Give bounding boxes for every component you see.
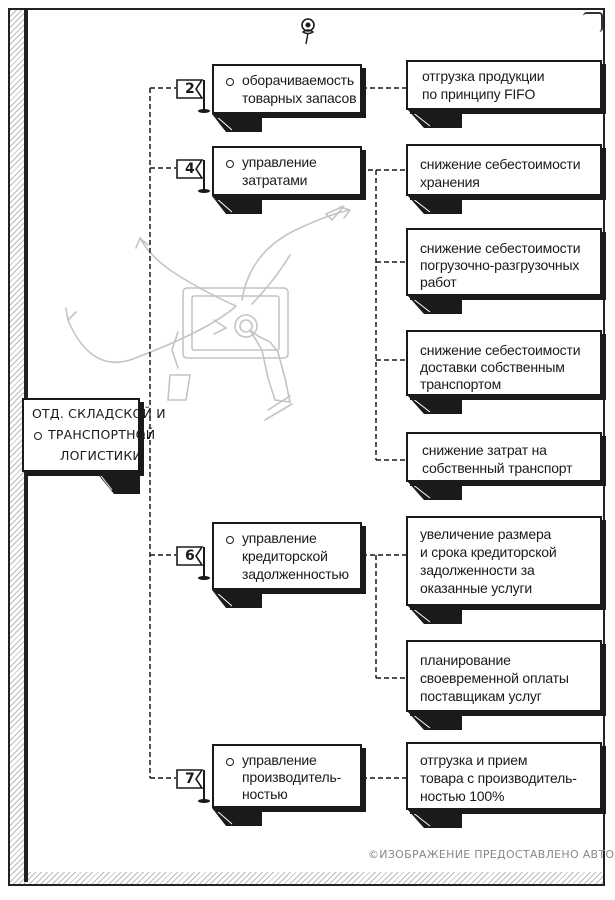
root-line-1: ОТД. СКЛАДСКОЙ И (32, 406, 166, 421)
action-tail (408, 296, 462, 314)
category-node-costs: управление затратами (212, 146, 362, 196)
action-node-full-productivity: отгрузка и прием товара с производитель-… (406, 742, 602, 810)
bullet-icon (34, 432, 42, 440)
category-node-turnover: оборачиваемость товарных запасов (212, 64, 362, 114)
action-line: задолженности за (420, 562, 535, 578)
category-tail (212, 590, 262, 608)
category-line: управление (242, 530, 317, 546)
bullet-icon (226, 758, 234, 766)
action-node-payment-planning: планирование своевременной оплаты постав… (406, 640, 602, 712)
flag-icon-7: 7 (174, 768, 212, 811)
category-line: оборачиваемость (242, 72, 354, 88)
action-node-handling-cost: снижение себестоимости погрузочно-разгру… (406, 228, 602, 296)
bullet-icon (226, 78, 234, 86)
action-tail (408, 606, 462, 624)
flag-number: 6 (185, 548, 195, 564)
category-tail (212, 196, 262, 214)
category-line: затратами (242, 172, 308, 188)
action-line: работ (420, 274, 457, 290)
corner-curl-icon (583, 12, 603, 32)
action-node-fifo: отгрузка продукции по принципу FIFO (406, 60, 602, 110)
category-line: ностью (242, 786, 288, 802)
root-node-tail (96, 471, 140, 494)
action-line: погрузочно-разгрузочных (420, 257, 580, 273)
pin-icon (301, 18, 315, 45)
flag-number: 4 (185, 161, 195, 177)
category-tail (212, 808, 262, 826)
action-tail (408, 482, 462, 500)
action-tail (408, 712, 462, 730)
frame-outer-border (8, 8, 605, 886)
root-line-3: ЛОГИСТИКИ (60, 448, 142, 463)
action-line: снижение себестоимости (420, 240, 581, 256)
action-node-delivery-cost: снижение себестоимости доставки собствен… (406, 330, 602, 396)
flag-number: 7 (185, 771, 195, 787)
flag-icon-4: 4 (174, 158, 212, 201)
action-tail (408, 810, 462, 828)
action-node-transport-cost: снижение затрат на собственный транспорт (406, 432, 602, 482)
frame-hatching-left (10, 10, 24, 886)
action-line: поставщикам услуг (420, 688, 542, 704)
category-line: производитель- (242, 769, 342, 785)
action-line: доставки собственным (420, 359, 565, 375)
action-line: планирование (420, 652, 511, 668)
bullet-icon (226, 536, 234, 544)
action-line: увеличение размера (420, 526, 552, 542)
action-line: собственный транспорт (422, 460, 573, 476)
action-line: хранения (420, 174, 480, 190)
action-line: снижение себестоимости (420, 342, 581, 358)
bullet-icon (226, 160, 234, 168)
flag-number: 2 (185, 81, 195, 97)
action-node-storage-cost: снижение себестоимости хранения (406, 144, 602, 196)
category-line: задолженностью (242, 566, 349, 582)
category-node-productivity: управление производитель- ностью (212, 744, 362, 808)
action-line: снижение затрат на (422, 442, 547, 458)
action-node-payables-term: увеличение размера и срока кредиторской … (406, 516, 602, 606)
root-line-2: ТРАНСПОРТНОЙ (48, 427, 156, 442)
action-line: ностью 100% (420, 788, 505, 804)
root-node: ОТД. СКЛАДСКОЙ И ТРАНСПОРТНОЙ ЛОГИСТИКИ (22, 398, 166, 472)
action-line: по принципу FIFO (422, 86, 536, 102)
image-credit-watermark: ©ИЗОБРАЖЕНИЕ ПРЕДОСТАВЛЕНО АВТОРАМИ (368, 848, 615, 861)
action-line: оказанные услуги (420, 580, 532, 596)
action-line: своевременной оплаты (420, 670, 569, 686)
action-tail (408, 196, 462, 214)
action-line: и срока кредиторской (420, 544, 557, 560)
category-tail (212, 114, 262, 132)
action-line: отгрузка и прием (420, 752, 528, 768)
category-line: управление (242, 752, 317, 768)
action-line: транспортом (420, 376, 502, 392)
flag-icon-2: 2 (174, 78, 212, 121)
frame-hatching-bottom (24, 872, 604, 884)
category-line: товарных запасов (242, 90, 357, 106)
category-line: кредиторской (242, 548, 328, 564)
category-node-payables: управление кредиторской задолженностью (212, 522, 362, 590)
flag-icon-6: 6 (174, 545, 212, 588)
action-line: товара с производитель- (420, 770, 577, 786)
action-tail (408, 396, 462, 414)
action-line: отгрузка продукции (422, 68, 545, 84)
action-line: снижение себестоимости (420, 156, 581, 172)
category-line: управление (242, 154, 317, 170)
action-tail (408, 110, 462, 128)
